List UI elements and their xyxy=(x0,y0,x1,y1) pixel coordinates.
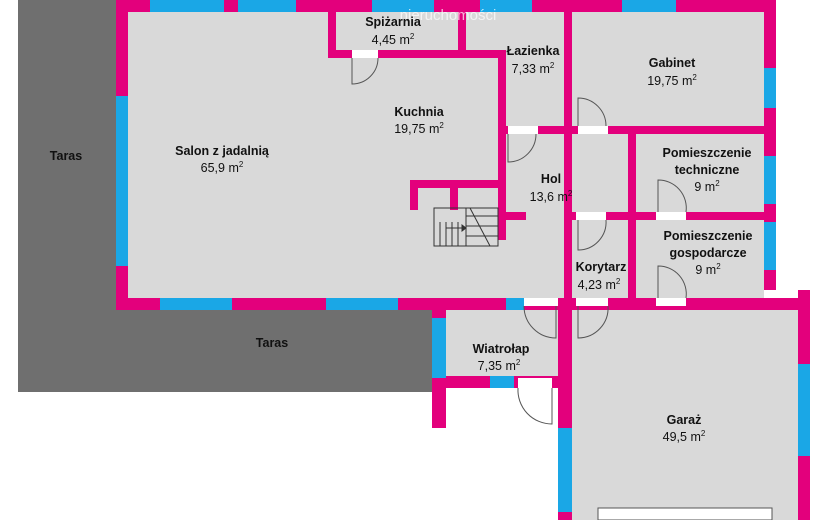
room-kuchnia: Kuchnia 19,75 m2 xyxy=(394,105,445,136)
room-area: 19,75 m2 xyxy=(394,121,444,136)
room-spizarnia: Spiżarnia 4,45 m2 xyxy=(365,15,422,47)
room-name: Spiżarnia xyxy=(365,15,422,29)
room-area: 19,75 m2 xyxy=(647,73,697,88)
garage-door xyxy=(597,507,773,520)
terrace-label-bottom: Taras xyxy=(256,336,288,350)
room-name: Łazienka xyxy=(507,44,561,58)
doors xyxy=(351,50,687,425)
room-name: Salon z jadalnią xyxy=(175,144,270,158)
room-floors xyxy=(124,8,806,520)
room-area: 9 m2 xyxy=(694,179,720,194)
room-name: Korytarz xyxy=(576,260,627,274)
room-techniczne: Pomieszczenie techniczne 9 m2 xyxy=(663,146,752,194)
room-name: Garaż xyxy=(667,413,702,427)
room-wiatrolap: Wiatrołap 7,35 m2 xyxy=(473,342,530,373)
windows xyxy=(116,0,810,512)
room-lazienka: Łazienka 7,33 m2 xyxy=(507,44,561,76)
stairs xyxy=(433,207,499,247)
room-name: Hol xyxy=(541,172,561,186)
room-name: Kuchnia xyxy=(394,105,444,119)
room-hol: Hol 13,6 m2 xyxy=(530,172,573,204)
room-area: 49,5 m2 xyxy=(663,429,706,444)
room-garaz: Garaż 49,5 m2 xyxy=(663,413,706,444)
room-name: Pomieszczenie xyxy=(663,146,752,160)
terrace-area xyxy=(18,0,440,392)
room-salon: Salon z jadalnią 65,9 m2 xyxy=(175,144,270,175)
room-area: 7,33 m2 xyxy=(512,61,555,76)
room-area: 7,35 m2 xyxy=(478,358,521,373)
room-area: 13,6 m2 xyxy=(530,189,573,204)
room-name: Gabinet xyxy=(649,56,696,70)
room-area: 65,9 m2 xyxy=(201,160,244,175)
room-area: 4,45 m2 xyxy=(372,32,415,47)
watermark: nieruchomości xyxy=(400,7,497,24)
room-name: Pomieszczenie xyxy=(664,229,753,243)
room-name-2: gospodarcze xyxy=(669,246,746,260)
room-korytarz: Korytarz 4,23 m2 xyxy=(576,260,627,292)
terrace-label-left: Taras xyxy=(50,149,82,163)
room-name: Wiatrołap xyxy=(473,342,530,356)
room-gospodarcze: Pomieszczenie gospodarcze 9 m2 xyxy=(664,229,753,277)
room-gabinet: Gabinet 19,75 m2 xyxy=(647,56,697,88)
room-area: 9 m2 xyxy=(695,262,721,277)
room-area: 4,23 m2 xyxy=(578,277,621,292)
room-name-2: techniczne xyxy=(675,163,740,177)
